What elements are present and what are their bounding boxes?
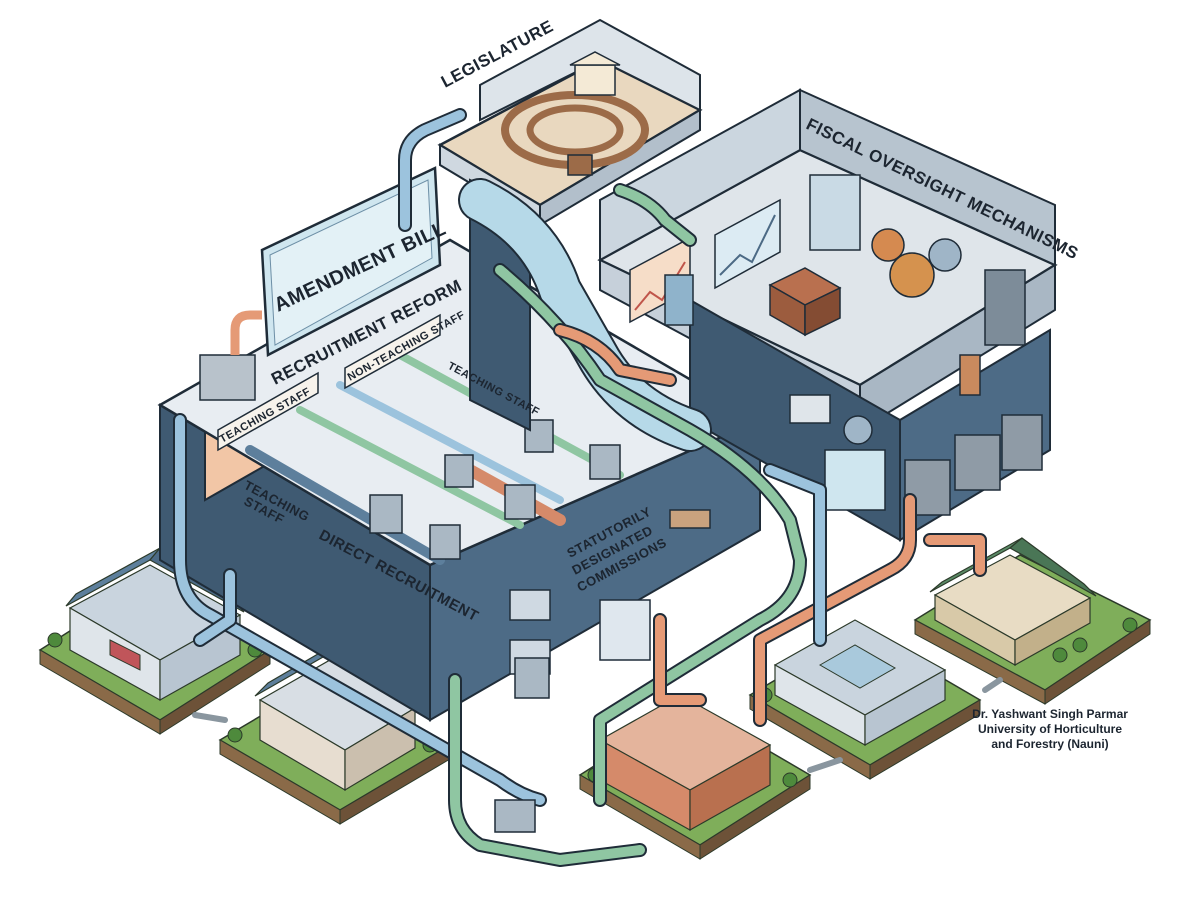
junction-box: [514, 657, 550, 699]
amendment-bill-screen: [199, 166, 442, 401]
campus-nauni: [913, 537, 1152, 705]
campus-brick: [578, 694, 812, 860]
campus-left: [38, 547, 272, 735]
university-annotation-line1: Dr. Yashwant Singh Parmar: [972, 707, 1128, 721]
valve-box: [494, 799, 536, 833]
university-annotation: Dr. Yashwant Singh Parmar University of …: [955, 707, 1145, 752]
university-annotation-line3: and Forestry (Nauni): [991, 737, 1109, 751]
fiscal-oversight-building: [597, 88, 1058, 542]
campus-center-right: [748, 619, 982, 780]
pipe-network: [173, 108, 1003, 867]
university-annotation-line2: University of Horticulture: [977, 722, 1123, 736]
